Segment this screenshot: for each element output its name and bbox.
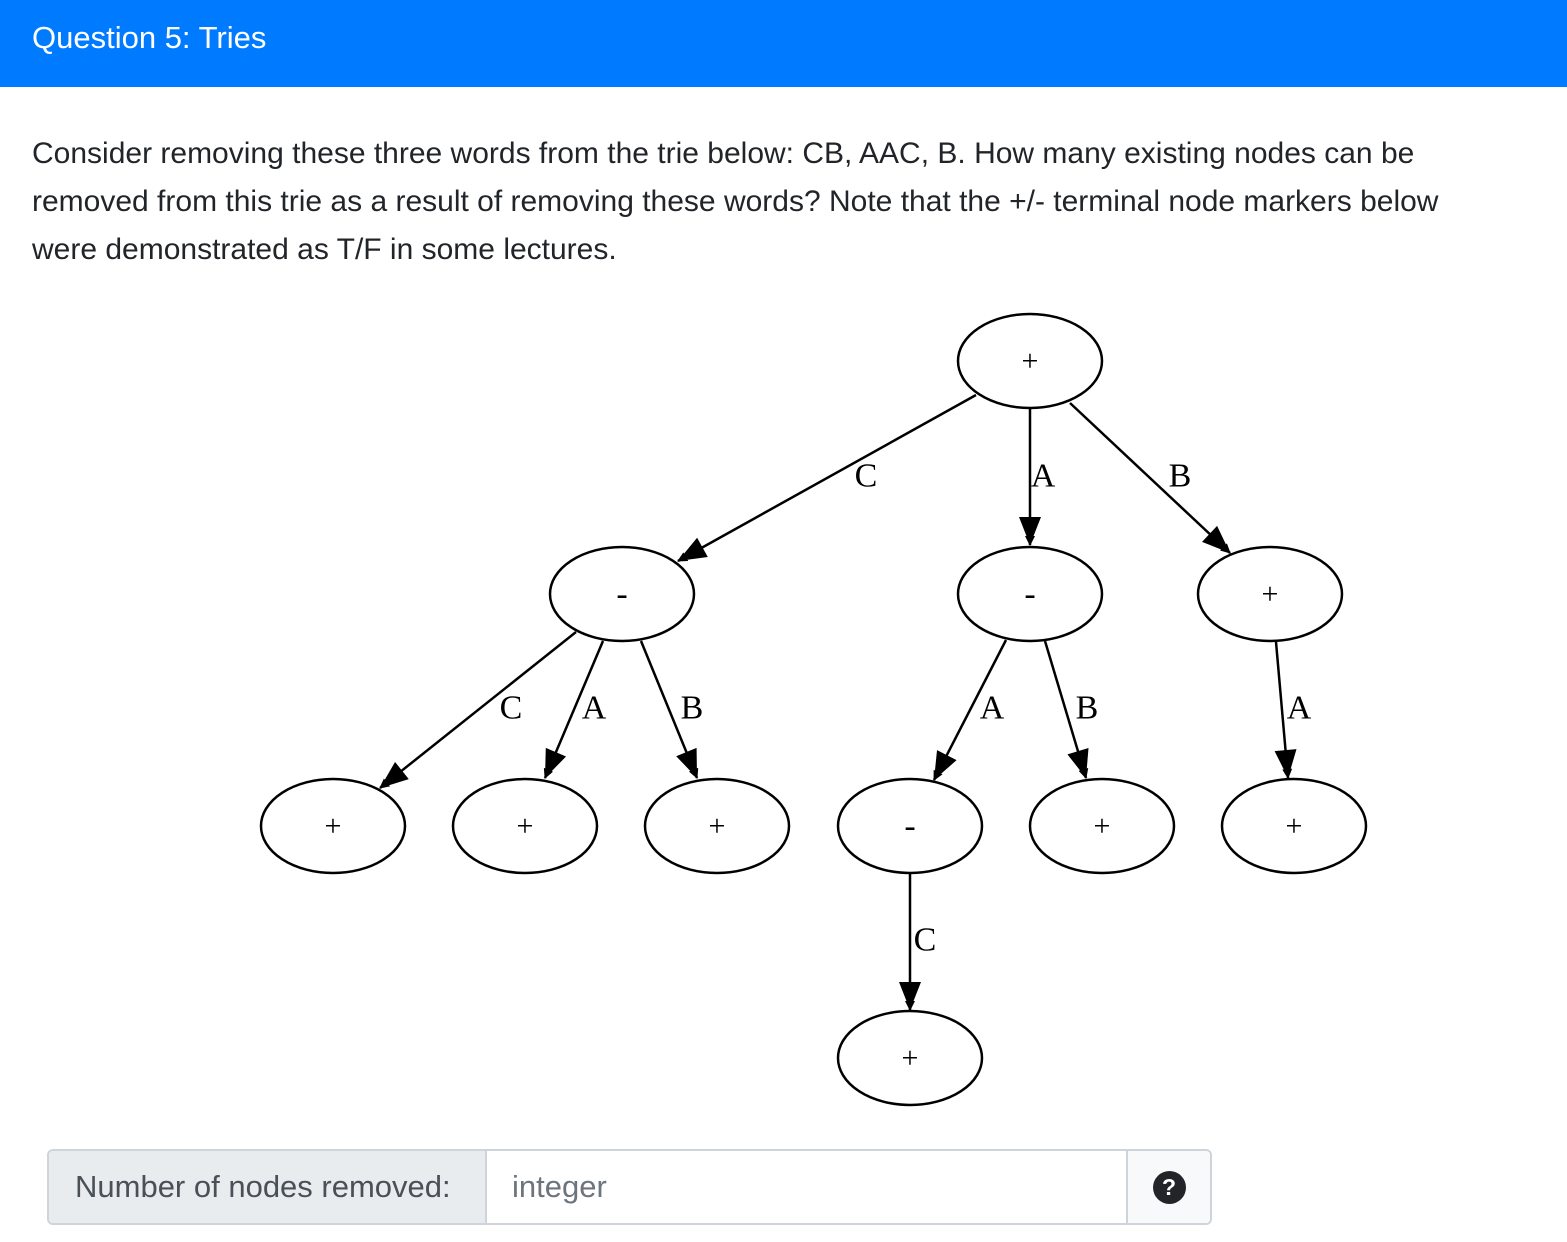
trie-edge-arrowhead [678,537,708,561]
trie-node-marker: + [902,1042,919,1075]
trie-edges: C A B C A B A B A C [379,393,1312,1011]
trie-edge-label: A [1287,690,1312,727]
answer-label: Number of nodes removed: [49,1151,487,1223]
trie-edge-label: B [1169,458,1192,495]
answer-input[interactable] [487,1151,1126,1223]
trie-edge-label: C [914,922,937,959]
trie-node-marker: + [709,810,726,843]
trie-edge-arrowhead [899,982,921,1010]
trie-edge-arrowhead [380,761,409,788]
question-prompt: Consider removing these three words from… [32,130,1552,274]
trie-node-marker: - [904,808,915,845]
trie-edge-arrowhead [1067,748,1089,778]
help-button[interactable]: ? [1126,1151,1210,1223]
trie-edge [379,631,577,789]
trie-node-marker: + [1022,345,1039,378]
trie-node [836,1009,984,1107]
trie-node [1196,545,1344,643]
trie-edge [1069,402,1231,554]
trie-node [956,545,1104,643]
question-circle-icon: ? [1152,1170,1186,1204]
trie-edge-label: C [855,458,878,495]
trie-nodes: + - - + + + + - + + + [259,312,1368,1107]
trie-node [1220,777,1368,875]
trie-node [836,777,984,875]
trie-edge-label: A [582,690,607,727]
trie-edge-arrowhead [1202,525,1230,553]
trie-edge-arrowhead [545,747,567,778]
trie-node-marker: + [1286,810,1303,843]
trie-edge-label: B [1076,690,1099,727]
question-title: Question 5: Tries [32,19,267,55]
trie-node [643,777,791,875]
trie-node-marker: + [1094,810,1111,843]
trie-node [956,312,1104,410]
answer-input-group: Number of nodes removed: ? [47,1149,1212,1225]
trie-edge-label: C [500,690,523,727]
trie-node-marker: + [325,810,342,843]
trie-node [1028,777,1176,875]
trie-edge-arrowhead [1019,517,1041,545]
trie-node-marker: + [1262,578,1279,611]
trie-edge-arrowhead [1274,749,1297,778]
question-line: Consider removing these three words from… [32,137,1415,170]
trie-node-marker: - [616,576,627,613]
trie-node [259,777,407,875]
question-line: removed from this trie as a result of re… [32,185,1439,218]
trie-edge-label: B [681,690,704,727]
trie-edge-label: A [1031,458,1056,495]
question-line: were demonstrated as T/F in some lecture… [32,233,617,266]
trie-edge-arrowhead [934,750,957,780]
trie-node-marker: - [1024,576,1035,613]
trie-edge-label: A [980,690,1005,727]
trie-node [451,777,599,875]
trie-edge [677,393,977,563]
trie-node [548,545,696,643]
trie-edge-arrowhead [676,747,697,778]
trie-node-marker: + [517,810,534,843]
question-header: Question 5: Tries [0,0,1567,87]
